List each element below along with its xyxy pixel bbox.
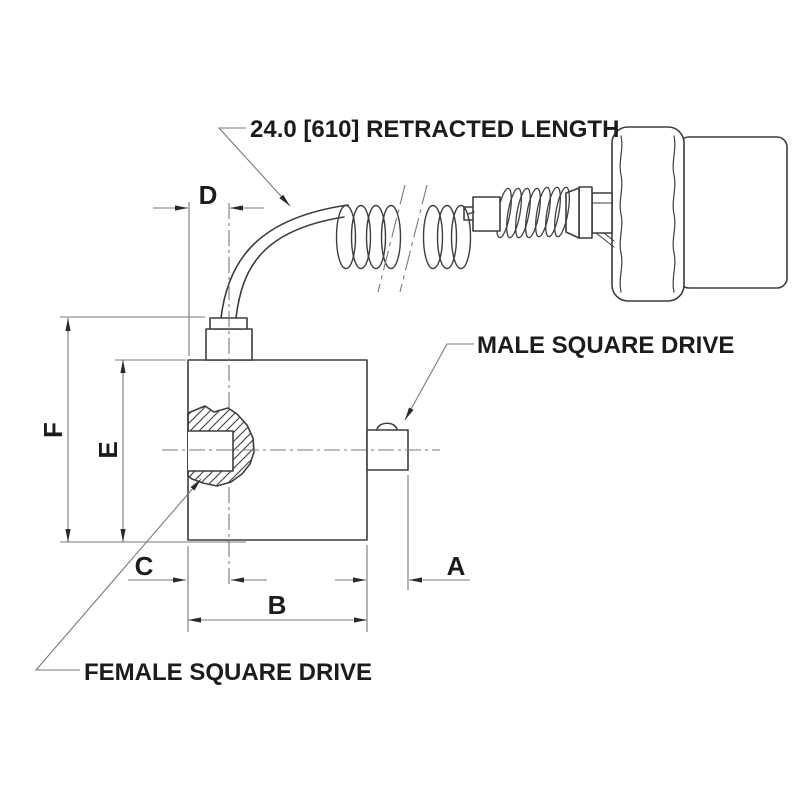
dim-label-b: B xyxy=(268,590,287,620)
cable-arc-outer xyxy=(220,204,349,319)
connector-body xyxy=(678,136,788,289)
break-line-right xyxy=(399,184,428,293)
leader-female-square-drive xyxy=(34,478,202,671)
dim-label-e: E xyxy=(93,441,123,458)
male-square-drive-label: MALE SQUARE DRIVE xyxy=(477,332,734,359)
cable-arc-inner xyxy=(235,216,345,319)
coiled-cable-right xyxy=(422,204,475,270)
connector-washer xyxy=(578,186,593,239)
dim-label-c: C xyxy=(135,551,154,581)
connector-neck xyxy=(591,192,613,234)
break-line-left xyxy=(377,184,406,293)
retracted-length-label: 24.0 [610] RETRACTED LENGTH xyxy=(250,116,619,143)
dim-label-a: A xyxy=(447,551,466,581)
leader-retracted-length xyxy=(217,127,291,207)
coiled-cable-left xyxy=(335,204,402,270)
cable-ferrule xyxy=(472,196,501,232)
detent-ball xyxy=(376,422,398,431)
strain-relief-spring xyxy=(496,186,570,239)
leader-male-square-drive xyxy=(404,343,474,421)
dim-label-d: D xyxy=(199,180,218,210)
dim-label-f: F xyxy=(38,422,68,438)
female-square-drive-label: FEMALE SQUARE DRIVE xyxy=(84,659,372,686)
knurl-line-right xyxy=(672,135,676,293)
knurl-line-left xyxy=(619,135,623,293)
female-square-drive-hole xyxy=(187,430,234,472)
connector-neck-detail xyxy=(595,232,615,248)
